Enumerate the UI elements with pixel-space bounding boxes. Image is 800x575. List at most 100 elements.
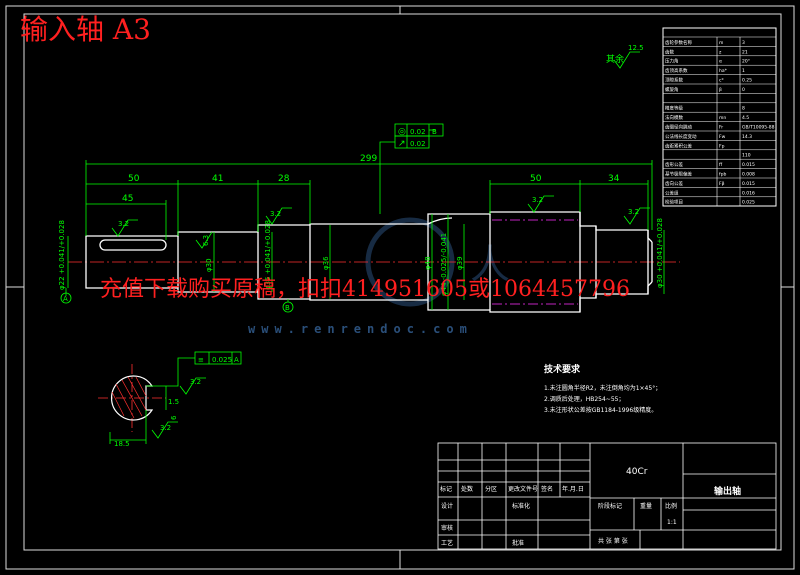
param-cell: ff: [719, 162, 723, 168]
tech-req-title: 技术要求: [544, 363, 581, 375]
title-block-texts: 40Cr 输出轴 标记 处数 分区 更改文件号 签名 年.月.日 设计 标准化 …: [440, 467, 741, 547]
tech-req-item-2: 2.调质后处理，HB254~55；: [544, 395, 624, 403]
param-cell: c*: [719, 78, 724, 84]
param-cell: α: [719, 60, 722, 65]
title-block: [437, 442, 777, 550]
tb-sheet-info: 共 张 第 张: [598, 537, 628, 545]
roughness-1: 3.2: [118, 220, 129, 228]
datum-b-label: B: [285, 304, 290, 312]
dimension-texts: 299 50 41 28 45 50 34 φ22 +0.041/+0.028 …: [58, 44, 664, 312]
param-cell: Fr: [719, 125, 723, 131]
param-cell: 法向模数: [665, 114, 683, 121]
param-cell: 0.008: [742, 172, 755, 178]
param-cell: 基节极限偏差: [665, 171, 692, 178]
tech-requirements: 技术要求 1.未注圆角半径R2，未注倒角均为1×45°； 2.调质后处理，HB2…: [544, 363, 661, 414]
param-cell: 8: [742, 106, 745, 112]
tb-header-4: 签名: [541, 485, 553, 493]
param-cell: Fw: [719, 134, 726, 140]
dim-seg-34: 34: [608, 174, 620, 184]
section-gdt-value: 0.025: [212, 356, 232, 364]
param-cell: 顶隙系数: [665, 77, 683, 84]
section-dim-keyway-depth: 18.5: [114, 440, 130, 448]
param-cell: 0.25: [742, 78, 752, 84]
param-cell: 0: [742, 87, 745, 93]
param-cell: mn: [719, 116, 726, 121]
gdt-1-value: 0.02: [410, 128, 426, 136]
dim-seg-28: 28: [278, 174, 290, 184]
tb-header-5: 年.月.日: [562, 485, 584, 493]
param-cell: 0.015: [742, 181, 755, 187]
dim-phi-36: φ36: [322, 256, 330, 270]
param-cell: 检验项目: [665, 199, 683, 206]
param-cell: 齿数: [665, 48, 674, 55]
param-cell: z: [719, 50, 722, 55]
dimensions: [60, 51, 665, 313]
sheet-title: 输入轴 A3: [20, 13, 151, 46]
tb-weight-label: 重量: [640, 502, 652, 510]
param-cell: 精度等级: [665, 105, 683, 112]
shaft-main-view: [68, 211, 680, 313]
tech-req-item-3: 3.未注形状公差按GB1184-1996级精度。: [544, 406, 657, 414]
param-cell: GB/T10095-88: [742, 125, 775, 131]
dim-phi-left: φ22 +0.041/+0.028: [58, 220, 66, 290]
roughness-4: 3.2: [532, 196, 543, 204]
dim-phi-39: φ39: [456, 256, 464, 270]
param-cell: 齿距累积公差: [665, 142, 692, 149]
param-cell: 齿顶高系数: [665, 67, 688, 74]
dim-phi-30: φ30: [205, 258, 213, 272]
param-cell: 20°: [742, 59, 750, 65]
roughness-2: 6.3: [202, 235, 210, 246]
param-cell: ha*: [719, 68, 728, 74]
tb-standardize: 标准化: [512, 502, 530, 510]
param-cell: 齿向公差: [665, 180, 683, 187]
gdt-1-datum: B: [432, 128, 437, 136]
dim-phi-right: φ30 +0.041/+0.028: [656, 218, 664, 288]
param-cell: m: [719, 41, 723, 46]
datum-a-label: A: [63, 295, 68, 303]
tb-scale-value: 1:1: [667, 519, 677, 526]
section-view: ≡ 0.025 A 18.5 6 3.2 3.2 1.5: [98, 351, 242, 448]
section-dim-keyway-width: 6: [170, 415, 178, 420]
tb-header-0: 标记: [440, 485, 452, 493]
shaft-outline-top: [85, 211, 653, 244]
param-cell: 齿圈径向跳动: [665, 124, 692, 131]
dim-overall: 299: [360, 154, 377, 164]
tb-approve: 批准: [512, 539, 524, 547]
param-cell: 螺旋角: [665, 86, 679, 93]
param-cell: 0.015: [742, 162, 755, 168]
param-cell: 齿形公差: [665, 161, 683, 168]
param-cell: 齿轮参数名称: [665, 39, 692, 46]
param-cell: 4.5: [742, 115, 749, 121]
section-chamfer: 1.5: [168, 398, 179, 406]
param-cell: fpb: [719, 172, 726, 178]
dim-phi-44: φ44 -0.025/-0.041: [440, 233, 448, 296]
rest-roughness-value: 12.5: [628, 44, 644, 52]
tb-role-design: 设计: [441, 502, 453, 510]
dim-phi-48: φ48: [424, 256, 432, 270]
tb-scale-label: 比例: [665, 502, 677, 510]
gdt-2-value: 0.02: [410, 140, 426, 148]
param-cell: 公差组: [665, 189, 679, 196]
tb-stage-label: 阶段标记: [598, 502, 622, 510]
param-cell: 21: [742, 49, 748, 55]
param-cell: 压力角: [665, 58, 679, 65]
section-gdt-symbol: ≡: [198, 356, 204, 364]
param-cell: 110: [742, 153, 751, 159]
dim-phi-35: φ35 +0.041/+0.028: [264, 220, 272, 290]
tech-req-item-1: 1.未注圆角半径R2，未注倒角均为1×45°；: [544, 384, 661, 392]
dim-seg-45: 45: [122, 194, 133, 204]
dim-seg-right: 50: [530, 174, 542, 184]
gdt-1-symbol: ◎: [398, 127, 406, 137]
roughness-3: 3.2: [270, 210, 281, 218]
gdt-2-symbol: ↗: [398, 139, 406, 149]
param-cell: 3: [742, 40, 745, 46]
tb-header-3: 更改文件号: [508, 485, 538, 493]
section-roughness-2: 3.2: [160, 424, 171, 432]
section-roughness-1: 3.2: [190, 378, 201, 386]
param-cell: 1: [742, 68, 745, 74]
tb-part-name: 输出轴: [714, 485, 741, 497]
param-cell: 0.025: [742, 200, 755, 206]
promo-banner: 充值下载购买原稿，扣扣414951605或1064457796: [100, 277, 630, 302]
param-cell: β: [719, 87, 722, 93]
